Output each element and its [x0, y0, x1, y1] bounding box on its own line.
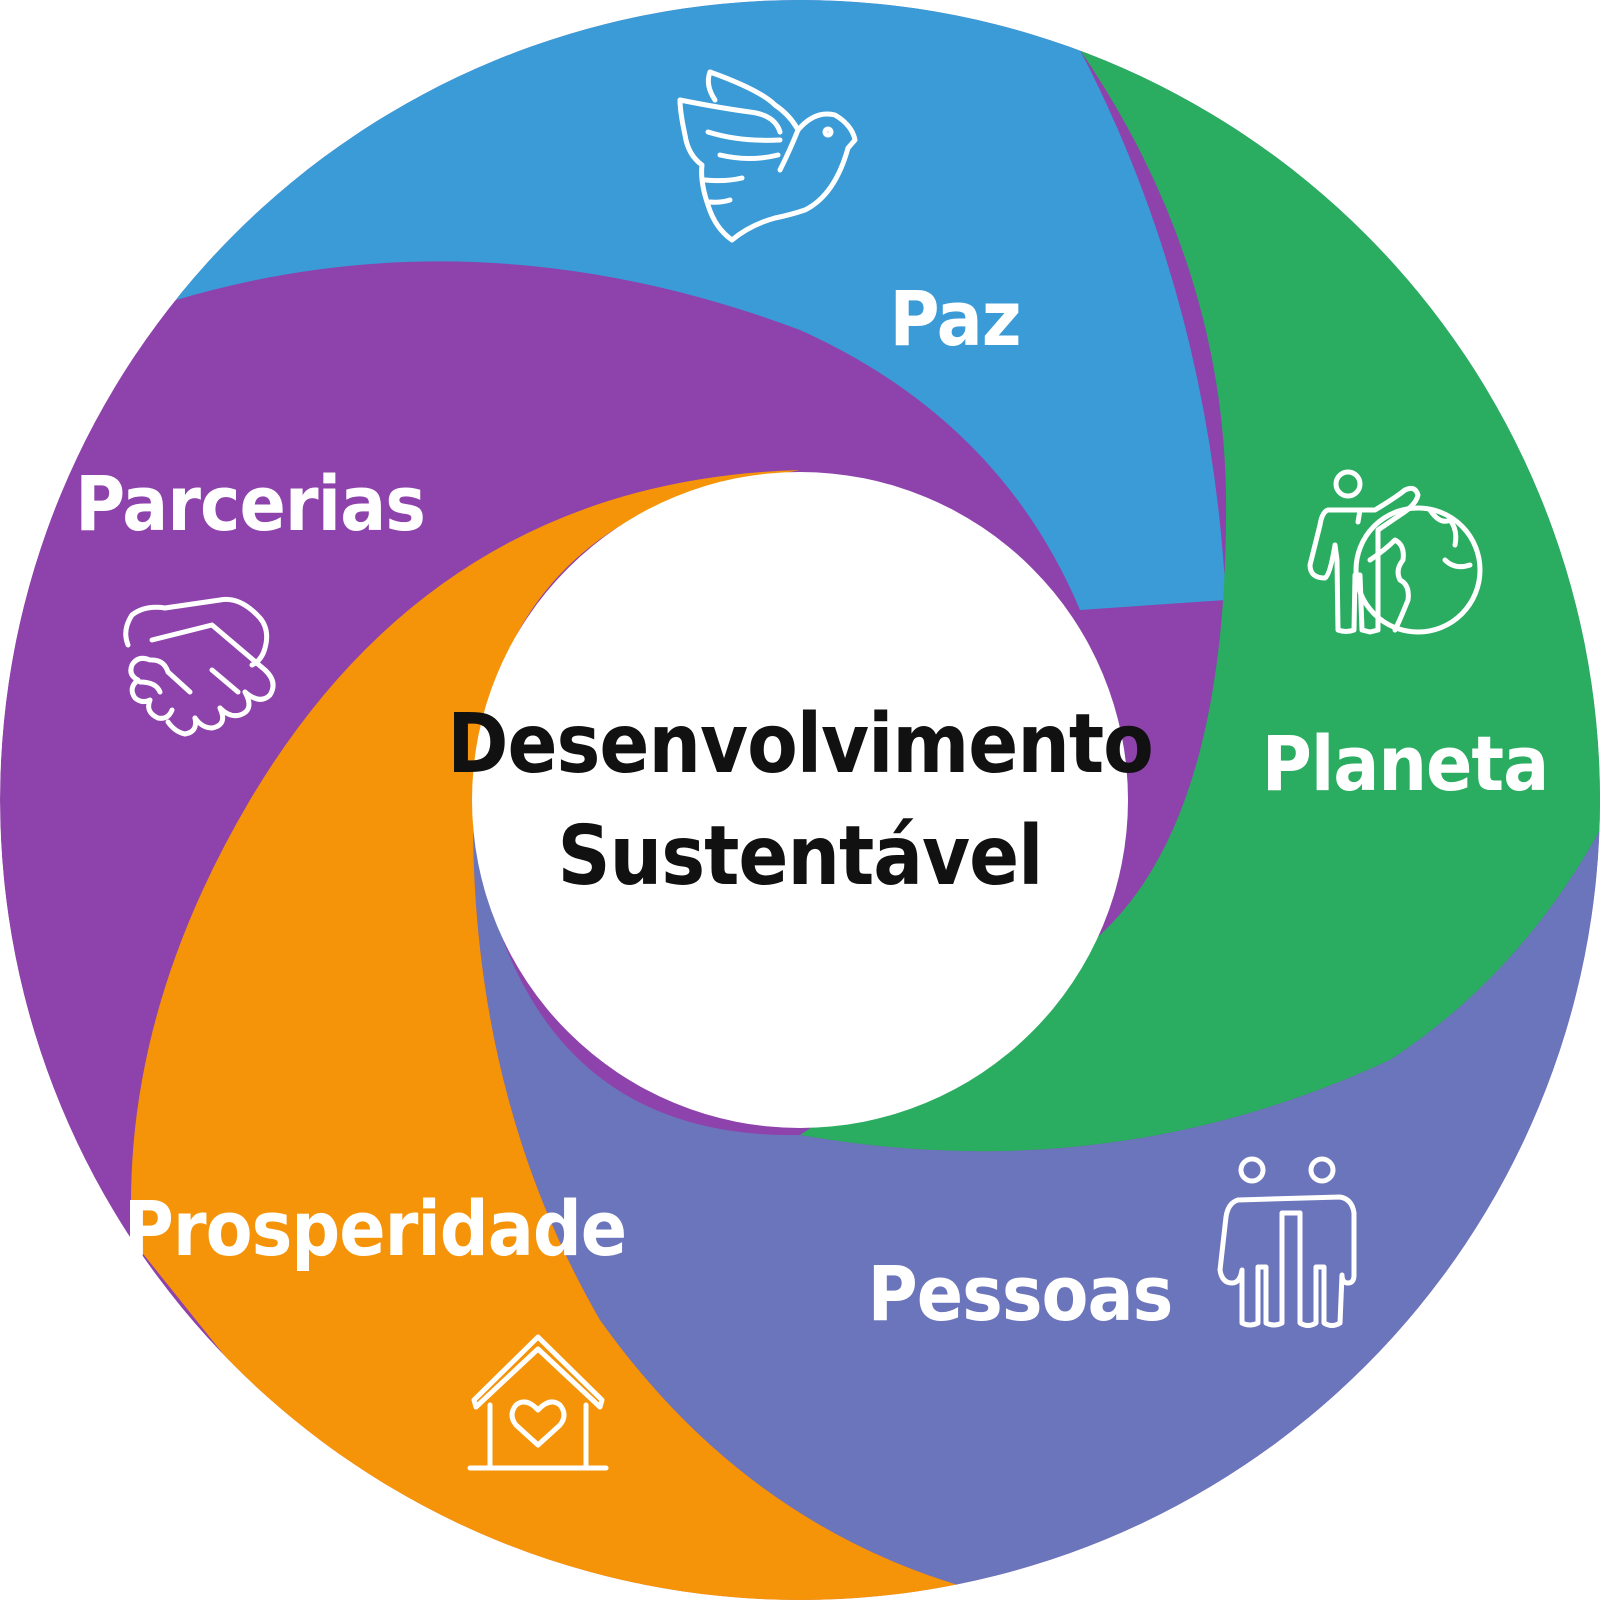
label-paz: Paz: [890, 274, 1021, 363]
two-people-icon: [1217, 1156, 1357, 1328]
dove-icon: [677, 69, 858, 243]
handshake-icon: [123, 596, 276, 737]
label-parcerias: Parcerias: [75, 459, 425, 548]
segment-planeta: [800, 0, 1600, 1152]
center-circle: [472, 472, 1128, 1128]
center-title-line1: Desenvolvimento: [447, 697, 1153, 792]
house-heart-icon: [467, 1334, 609, 1471]
segment-prosperidade: [130, 470, 1017, 1600]
center-title-line2: Sustentável: [558, 809, 1043, 904]
segment-paz: [176, 0, 1226, 610]
label-pessoas: Pessoas: [868, 1249, 1173, 1338]
label-prosperidade: Prosperidade: [124, 1184, 626, 1273]
label-planeta: Planeta: [1262, 719, 1549, 808]
segment-pessoas: [473, 820, 1600, 1600]
person-globe-icon: [1307, 469, 1483, 635]
